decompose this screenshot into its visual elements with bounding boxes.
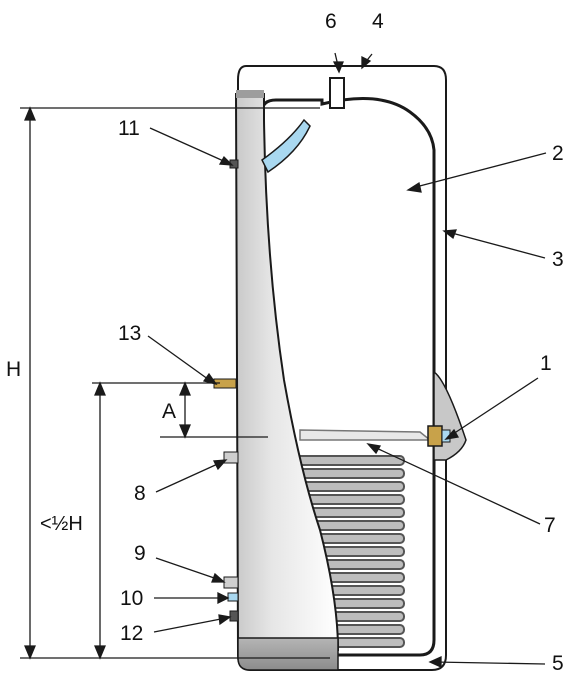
callout-12: 12 xyxy=(120,622,143,645)
dimension-h-label: H xyxy=(6,358,21,381)
callout-10: 10 xyxy=(120,587,143,610)
callout-11: 11 xyxy=(118,117,140,140)
heater-flange xyxy=(427,425,443,447)
cutaway-panel xyxy=(234,93,340,651)
dimension-a-label: A xyxy=(162,400,176,423)
heater-housing xyxy=(433,370,467,461)
connection-8 xyxy=(223,451,239,464)
connection-12 xyxy=(229,610,239,622)
callout-3: 3 xyxy=(552,248,564,271)
hot-water-outlet-pipe xyxy=(329,77,345,109)
casing-top-band xyxy=(236,90,264,98)
connection-10 xyxy=(227,592,239,602)
callout-8: 8 xyxy=(134,482,146,505)
callout-9: 9 xyxy=(134,542,146,565)
callout-1: 1 xyxy=(540,352,552,375)
dimension-lines xyxy=(20,106,330,660)
immersion-heater-rod xyxy=(299,429,433,441)
callout-5: 5 xyxy=(552,652,564,673)
callout-13: 13 xyxy=(118,322,141,345)
base-band xyxy=(237,637,339,671)
callout-6: 6 xyxy=(325,10,337,33)
anode-rod xyxy=(261,118,311,174)
callout-2: 2 xyxy=(552,142,564,165)
connection-9 xyxy=(223,576,239,589)
dimension-half-h-label: <½H xyxy=(40,513,83,535)
callout-4: 4 xyxy=(372,10,384,33)
callout-7: 7 xyxy=(544,514,556,537)
leader-lines xyxy=(147,52,547,669)
